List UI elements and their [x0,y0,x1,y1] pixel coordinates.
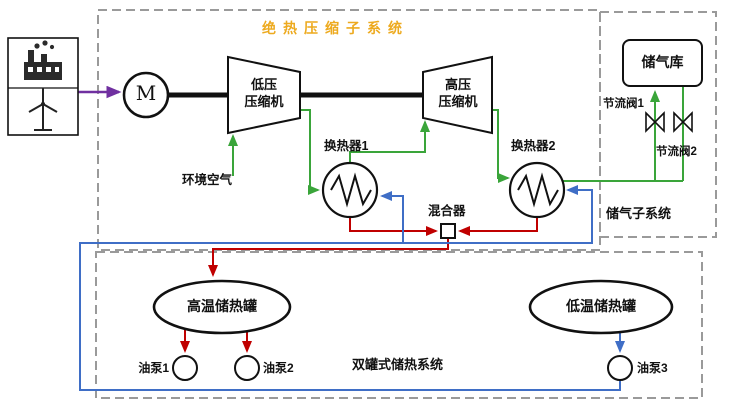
throttle-valve-2-icon [673,111,693,133]
cold-oil-pump3-to-hx2 [79,185,621,391]
throttle-valve-1-icon [645,111,665,133]
gas-storage-subsystem-boundary [599,11,717,238]
air-line-lp-to-hx1 [300,109,320,195]
thermal-storage-subsystem-label: 双罐式储热系统 [352,357,444,372]
lp-compressor-label: 低压 压缩机 [244,77,284,109]
throttle-valve-2-label: 节流阀2 [656,146,697,158]
heat-exchanger-1-coil-icon [330,172,372,208]
gas-tank-label: 储气库 [641,54,684,70]
cold-tank-label: 低温储热罐 [566,298,636,314]
cold-oil-branch-to-hx1 [380,191,404,243]
air-line-hp-to-hx2 [492,109,510,183]
hp-compressor-label: 高压 压缩机 [438,77,478,109]
mixer-shape [440,223,456,239]
hot-tank-shape [152,279,292,335]
compression-subsystem-title: 绝热压缩子系统 [262,20,409,36]
hot-tank-label: 高温储热罐 [187,298,257,314]
heat-exchanger-1-label: 换热器1 [324,139,369,153]
oil-pump-3-label: 油泵3 [637,361,668,375]
lp-compressor-shape [227,55,301,135]
heat-exchanger-2-coil-icon [517,172,559,208]
cold-tank-shape [528,279,674,335]
oil-pump-3-shape [607,355,633,381]
oil-pump-2-shape [234,355,260,381]
oil-pump-2-label: 油泵2 [263,361,294,375]
motor-label: M [135,81,157,105]
mixer-label: 混合器 [428,204,466,218]
air-line-hx1-to-hp [349,120,430,163]
heat-exchanger-2-label: 换热器2 [511,139,556,153]
hot-oil-hx2-to-mixer [458,217,538,236]
thermal-storage-subsystem-boundary [95,251,703,399]
hp-compressor-shape [422,55,493,135]
throttle-valve-1-label: 节流阀1 [603,98,644,110]
gas-tank-shape [622,39,703,87]
gas-storage-subsystem-label: 储气子系统 [606,206,672,221]
ambient-air-label: 环境空气 [182,173,233,187]
oil-pump-1-shape [172,355,198,381]
factory-icon [24,40,62,80]
oil-pump-1-label: 油泵1 [138,361,169,375]
motor-circle [122,71,170,119]
wind-turbine-icon [28,88,58,131]
hot-oil-hx1-to-mixer [349,217,438,236]
